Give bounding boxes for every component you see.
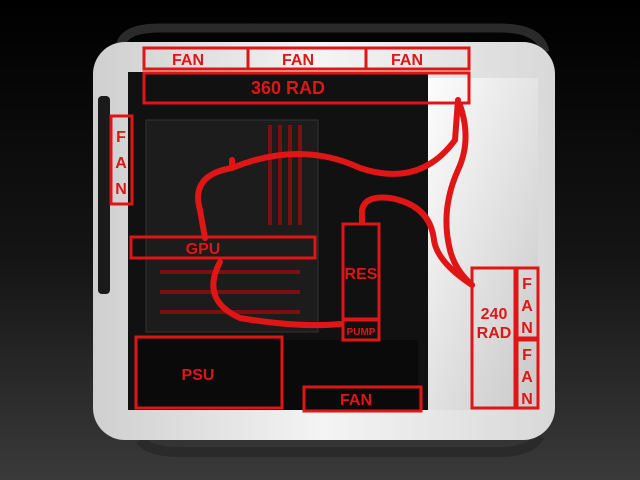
ram-slots bbox=[268, 125, 302, 225]
case-top-handle bbox=[115, 23, 550, 54]
psu-box bbox=[134, 335, 284, 410]
front-fan1-letter-n: N bbox=[521, 320, 533, 337]
top-fan-box-3 bbox=[364, 46, 471, 71]
front-fan-box-2 bbox=[515, 338, 540, 410]
bottom-fan-label: FAN bbox=[340, 392, 372, 409]
coolant-tubing bbox=[195, 97, 475, 329]
front-fan-box-1 bbox=[515, 266, 540, 340]
rear-fan-box bbox=[109, 114, 134, 206]
gpu-label: GPU bbox=[186, 241, 221, 258]
top-rad-box bbox=[142, 71, 471, 105]
case-left-grip bbox=[98, 96, 110, 294]
front-fan2-letter-a: A bbox=[521, 369, 533, 386]
top-fan-label-2: FAN bbox=[282, 52, 314, 69]
front-fan1-letter-f: F bbox=[522, 276, 532, 293]
front-rad-box bbox=[470, 266, 517, 410]
gpu-box bbox=[129, 235, 317, 260]
front-rad-label-line2: RAD bbox=[477, 325, 512, 342]
front-fan2-letter-n: N bbox=[521, 391, 533, 408]
front-rad-label-line1: 240 bbox=[481, 306, 508, 323]
front-fan1-letter-a: A bbox=[521, 298, 533, 315]
psu-label: PSU bbox=[182, 367, 215, 384]
top-fan-label-1: FAN bbox=[172, 52, 204, 69]
pump-label: PUMP bbox=[347, 327, 376, 338]
pump-box bbox=[341, 318, 381, 342]
rear-fan-letter-f: F bbox=[116, 129, 126, 146]
top-fan-label-3: FAN bbox=[391, 52, 423, 69]
res-label: RES bbox=[345, 266, 378, 283]
psu-bay bbox=[138, 340, 418, 410]
rear-fan-letter-a: A bbox=[115, 155, 127, 172]
front-fan2-letter-f: F bbox=[522, 347, 532, 364]
top-rad-label: 360 RAD bbox=[251, 78, 325, 98]
rear-fan-letter-n: N bbox=[115, 181, 127, 198]
case-bottom-handle bbox=[136, 433, 545, 457]
bottom-fan-box bbox=[302, 385, 423, 413]
